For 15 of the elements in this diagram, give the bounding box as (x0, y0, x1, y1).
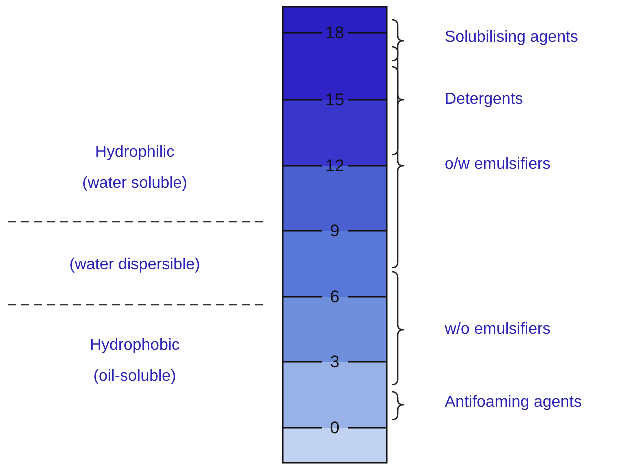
application-label: Solubilising agents (445, 30, 578, 46)
scale-value: 15 (326, 92, 344, 108)
scale-value: 0 (330, 420, 340, 436)
region-label: Hydrophilic (water soluble) (82, 143, 188, 194)
application-label: Antifoaming agents (445, 395, 582, 411)
scale-value: 18 (326, 24, 344, 42)
application-label: o/w emulsifiers (445, 157, 551, 173)
scale-value: 12 (326, 158, 344, 174)
application-label: Detergents (445, 92, 524, 108)
region-label: (water dispersible) (68, 256, 202, 276)
application-label: w/o emulsifiers (445, 322, 551, 338)
scale-value: 6 (330, 288, 340, 306)
scale-value: 3 (330, 354, 340, 370)
region-label: Hydrophobic (oil-soluble) (89, 336, 181, 387)
scale-value: 9 (330, 222, 340, 240)
